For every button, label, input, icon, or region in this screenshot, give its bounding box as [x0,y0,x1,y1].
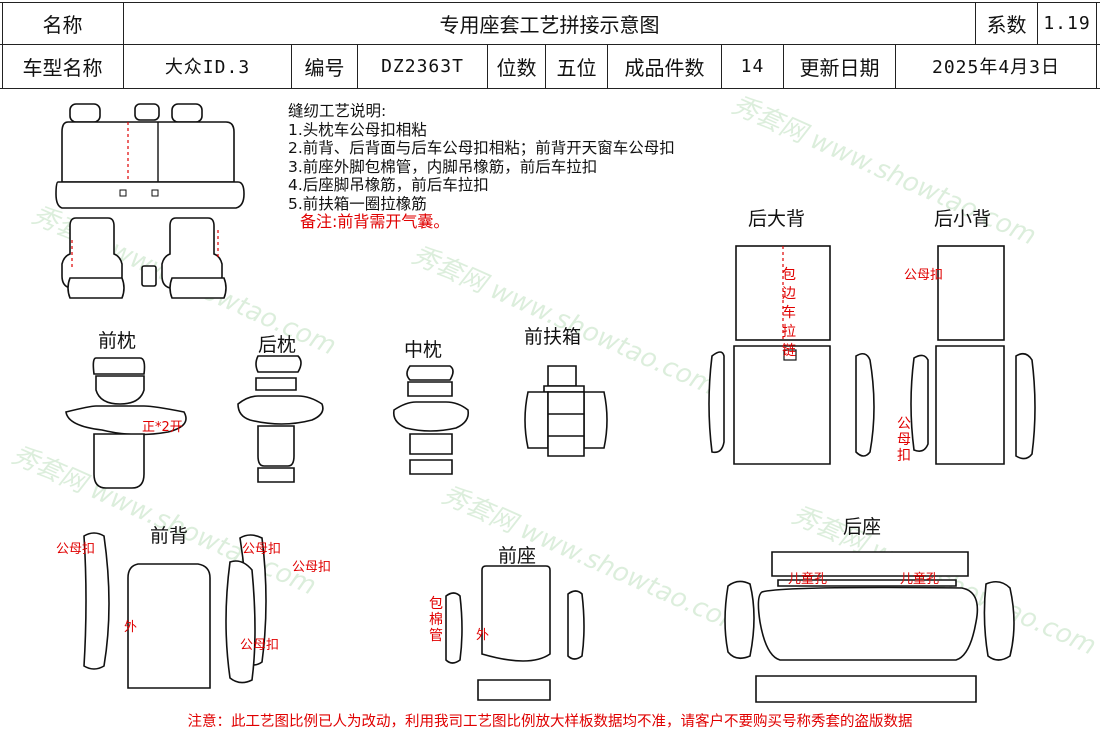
annotation-snap: 公母扣 [240,638,280,653]
model-label: 车型名称 [2,44,124,88]
label-front-back: 前背 [150,525,189,547]
label-front-seat: 前座 [498,545,537,567]
annotation-snap: 公母扣 [56,542,96,557]
rear-large-back-pieces [708,245,875,465]
date-value: 2025年4月3日 [931,57,1061,78]
annotation-cotton-tube: 包棉管 [429,596,443,644]
front-armrest-pieces [524,365,608,457]
annotation-snap: 公母扣 [292,560,332,575]
front-headrest-pieces [65,357,187,489]
footer-warning: 注意：此工艺图比例已人为改动，利用我司工艺图比例放大样板数据均不准，请客户不要购… [187,714,913,730]
label-front-headrest: 前枕 [98,330,137,352]
coef-label: 系数 [976,2,1038,44]
seats-value: 五位 [546,44,608,88]
label-middle-headrest: 中枕 [404,339,443,361]
note-item: 1.头枕车公母扣相粘 [288,120,427,139]
annotation-outer-seat: 外 [476,628,490,643]
annotation-child-hole: 儿童孔 [900,572,940,587]
notes-remark: 备注:前背需开气囊。 [300,212,450,231]
label-rear-headrest: 后枕 [258,334,297,356]
annotation-rear-small-snap: 公母扣 [904,268,944,283]
header-table: 名称 专用座套工艺拼接示意图 系数 1.19 车型名称 大众ID.3 编号 DZ… [0,0,1100,90]
label-front-armrest: 前扶箱 [524,326,582,348]
seat-overview-illustration [55,103,245,299]
annotation-outer: 外 [124,620,138,635]
label-rear-seat: 后座 [843,516,882,538]
label-rear-large-back: 后大背 [748,208,806,230]
code-label: 编号 [292,44,358,88]
middle-headrest-pieces [392,365,470,475]
annotation-edge-pull: 包边车拉链 [782,267,796,359]
sewing-notes: 缝纫工艺说明: 1.头枕车公母扣相粘 2.前背、后背面与后车公母扣相粘；前背开天… [288,102,675,232]
annotation-snap: 公母扣 [242,542,282,557]
annotation-rear-small-snap-side: 公母扣 [897,416,911,464]
front-seat-pieces [445,565,585,701]
pieces-label: 成品件数 [608,44,722,88]
code-value: DZ2363T [358,44,488,88]
note-item: 3.前座外脚包棉管，内脚吊橡筋，前后车拉扣 [288,157,598,176]
note-item: 2.前背、后背面与后车公母扣相粘；前背开天窗车公母扣 [288,139,675,157]
label-rear-small-back: 后小背 [934,208,992,230]
name-label: 名称 [2,2,124,44]
rear-headrest-pieces [237,355,324,483]
annotation-front-headrest-split: 正*2开 [142,420,183,435]
seats-label: 位数 [488,44,546,88]
notes-title: 缝纫工艺说明: [288,102,387,120]
page-title: 专用座套工艺拼接示意图 [124,2,976,44]
pieces-value: 14 [722,44,784,88]
model-value: 大众ID.3 [124,44,292,88]
front-back-pieces [83,532,267,689]
date-label: 更新日期 [784,44,896,88]
rear-seat-pieces [724,551,1015,703]
note-item: 4.后座脚吊橡筋，前后车拉扣 [288,176,489,194]
annotation-child-hole: 儿童孔 [788,572,828,587]
note-item: 5.前扶箱一圈拉橡筋 [288,194,427,213]
rear-small-back-pieces [910,245,1036,465]
coef-value: 1.19 [1043,12,1091,34]
